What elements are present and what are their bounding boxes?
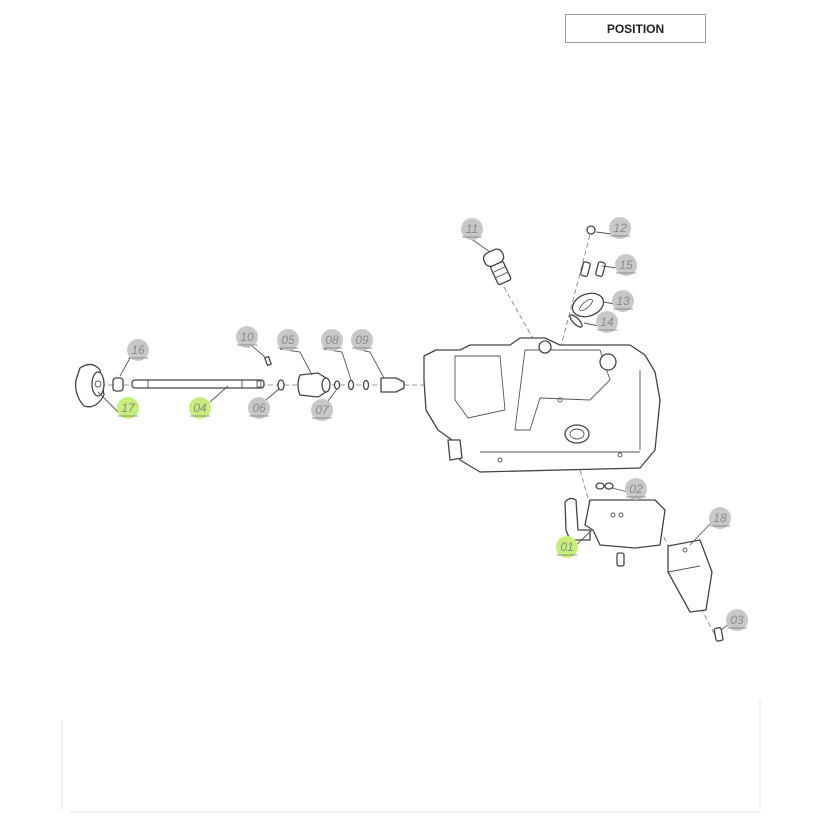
screw-part	[595, 261, 606, 277]
callout-10: 10	[236, 326, 258, 348]
callout-label: 04	[193, 401, 207, 415]
screw-part	[616, 552, 625, 567]
cover-block-part	[667, 539, 713, 613]
callout-label: 09	[355, 333, 369, 347]
callout-03: 03	[726, 609, 748, 631]
callout-14: 14	[596, 311, 618, 333]
callout-label: 02	[629, 482, 643, 496]
o-ring-part	[347, 379, 355, 391]
callout-circle	[615, 254, 637, 276]
callout-05: 05	[277, 329, 299, 351]
callout-circle	[709, 507, 731, 529]
washer-part	[277, 379, 285, 391]
callout-label: 01	[560, 540, 573, 554]
callout-circle	[236, 326, 258, 348]
callout-circle	[248, 397, 270, 419]
o-ring-part	[604, 482, 614, 490]
callout-04: 04	[189, 397, 211, 419]
pin-part	[264, 355, 272, 367]
callout-17: 17	[117, 397, 139, 419]
callout-label: 12	[613, 221, 627, 235]
bushing-part	[297, 372, 331, 398]
callout-circle	[625, 478, 647, 500]
callout-18: 18	[709, 507, 731, 529]
screw-part	[713, 627, 724, 642]
ball-part	[586, 225, 596, 235]
o-ring-part	[362, 379, 370, 391]
cover-part	[571, 292, 605, 318]
callout-01: 01	[556, 536, 578, 558]
callout-16: 16	[127, 339, 149, 361]
callout-circle	[351, 329, 373, 351]
callout-circle	[311, 399, 333, 421]
callout-label: 05	[281, 333, 295, 347]
callout-label: 11	[466, 222, 478, 236]
callout-circle	[726, 609, 748, 631]
callout-circle	[127, 339, 149, 361]
callout-08: 08	[321, 329, 343, 351]
knob-part	[75, 363, 105, 408]
callout-label: 08	[325, 333, 339, 347]
callout-02: 02	[625, 478, 647, 500]
callout-circle	[189, 397, 211, 419]
plug-part	[482, 248, 512, 286]
callout-circle	[556, 536, 578, 558]
callout-11: 11	[461, 218, 483, 240]
valve-body-part	[423, 337, 661, 473]
callout-06: 06	[248, 397, 270, 419]
o-ring-part	[595, 482, 605, 490]
callout-label: 10	[240, 330, 254, 344]
callout-label: 17	[121, 401, 136, 415]
callout-circle	[461, 218, 483, 240]
callout-15: 15	[615, 254, 637, 276]
callout-07: 07	[311, 399, 333, 421]
callout-circle	[609, 217, 631, 239]
callout-label: 13	[616, 294, 630, 308]
callout-label: 16	[131, 343, 145, 357]
nut-part	[112, 377, 124, 392]
callout-label: 18	[713, 511, 727, 525]
o-ring-part	[333, 380, 341, 390]
position-button[interactable]: POSITION	[565, 14, 706, 43]
callout-13: 13	[612, 290, 634, 312]
callout-circle	[596, 311, 618, 333]
callout-label: 03	[730, 613, 744, 627]
callout-label: 06	[252, 401, 266, 415]
callout-label: 07	[315, 403, 330, 417]
valve-insert-part	[380, 377, 405, 393]
lever-bracket-part	[564, 497, 666, 549]
callout-label: 14	[600, 315, 614, 329]
callout-label: 15	[619, 258, 633, 272]
shaft-part	[131, 379, 265, 389]
callout-circle	[117, 397, 139, 419]
callout-circle	[612, 290, 634, 312]
seal-part	[569, 314, 583, 328]
screw-part	[580, 261, 591, 277]
callout-circle	[321, 329, 343, 351]
assembly-axis	[559, 234, 591, 351]
callout-circle	[277, 329, 299, 351]
callout-09: 09	[351, 329, 373, 351]
callout-12: 12	[609, 217, 631, 239]
